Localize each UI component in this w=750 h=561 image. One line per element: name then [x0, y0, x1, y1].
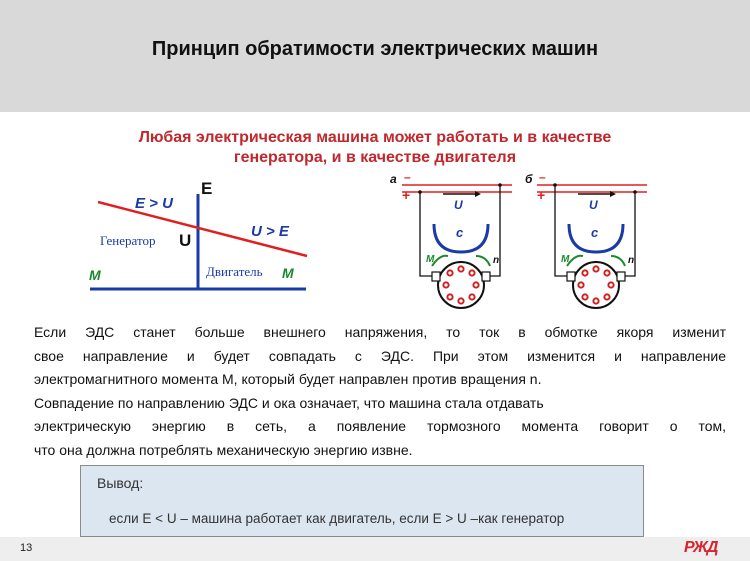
characteristic-line [97, 200, 308, 258]
slide-title: Принцип обратимости электрических машин [151, 38, 599, 60]
rotation-arc-icon [475, 255, 491, 267]
arrow-right-icon [610, 191, 616, 197]
circuit-a-n: n [493, 255, 499, 266]
circuit-b-wire-right [624, 192, 636, 277]
body-line: Совпадение по направлению ЭДС и ока озна… [34, 394, 544, 411]
slide-header: Принцип обратимости электрических машин [0, 0, 750, 112]
body-line: свое направление и будет совпадать с ЭДС… [34, 347, 726, 364]
conclusion-box: Вывод: если E < U – машина работает как … [80, 465, 644, 537]
circuit-b-brush-left [566, 271, 576, 282]
generator-label: Генератор [100, 233, 155, 248]
ems-voltage-graph: E U E > U U > E Генератор Двигатель M M [89, 179, 308, 291]
subtitle: Любая электрическая машина может работат… [40, 128, 710, 168]
body-text: Если ЭДС станет больше внешнего напряжен… [34, 321, 726, 462]
circuit-a: а – + U c M n [390, 172, 512, 309]
circuit-a-brush-right [481, 271, 491, 282]
diagram: E U E > U U > E Генератор Двигатель M M … [89, 172, 647, 309]
circuit-a-u: U [454, 198, 463, 212]
circuit-a-c: c [456, 225, 464, 240]
circuit-b-wire-left [554, 185, 568, 277]
body-line: электрическую энергию в сеть, а появлени… [34, 418, 726, 434]
conclusion-text: если E < U – машина работает как двигате… [109, 511, 565, 526]
e-gt-u-label: E > U [135, 195, 174, 212]
conclusion-title: Вывод: [97, 475, 144, 491]
subtitle-line-2: генератора, и в качестве двигателя [233, 149, 517, 166]
footer: 13 РЖД [0, 537, 750, 561]
torque-arc-icon [431, 254, 449, 267]
axis-e-label: E [201, 179, 212, 198]
body-line: электромагнитного момента М, который буд… [34, 371, 542, 387]
motor-label: Двигатель [206, 264, 263, 279]
circuit-b: б – + U c M n [525, 172, 647, 309]
axis-u-label: U [179, 231, 191, 250]
circuit-a-brush-left [431, 271, 441, 282]
page-number: 13 [20, 542, 33, 554]
rzd-logo: РЖД [684, 539, 718, 556]
circuit-a-m: M [426, 254, 435, 265]
rotation-arc-icon [610, 255, 626, 267]
torque-right-label: M [282, 265, 294, 281]
circuit-a-wire-left [419, 192, 433, 277]
torque-arc-icon [566, 254, 584, 267]
circuit-b-c: c [591, 225, 599, 240]
circuit-a-plus: + [402, 187, 410, 203]
torque-left-label: M [89, 267, 101, 283]
circuit-b-brush-right [616, 271, 626, 282]
arrow-right-icon [475, 191, 481, 197]
circuit-b-m: M [561, 254, 570, 265]
circuit-b-magnet [567, 223, 625, 254]
body-line: Если ЭДС станет больше внешнего напряжен… [34, 324, 726, 340]
circuit-a-letter: а [390, 172, 397, 186]
circuit-b-letter: б [525, 172, 533, 186]
circuit-b-plus: + [537, 187, 545, 203]
subtitle-line-1: Любая электрическая машина может работат… [138, 129, 612, 146]
u-gt-e-label: U > E [251, 223, 290, 240]
body-line: что она должна потреблять механическую э… [34, 441, 413, 458]
circuit-b-u: U [589, 198, 598, 212]
circuit-b-n: n [628, 255, 634, 266]
circuit-b-minus: – [539, 172, 546, 184]
circuit-a-minus: – [404, 172, 411, 184]
circuit-a-wire-right [489, 185, 501, 277]
circuit-a-magnet [432, 223, 490, 254]
